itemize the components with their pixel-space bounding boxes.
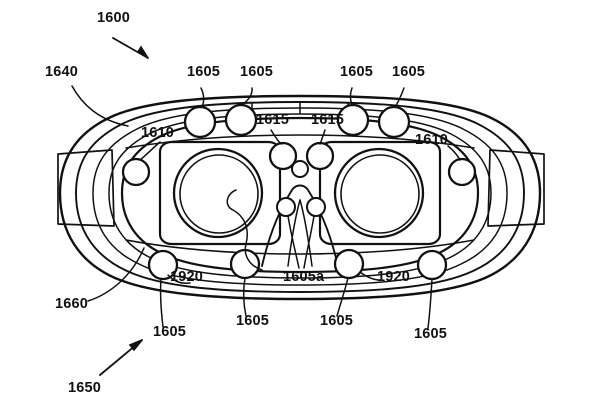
port-side-right <box>447 157 477 187</box>
port-top-1 <box>183 105 217 139</box>
port-nose-left <box>276 197 296 217</box>
label-1610-left: 1610 <box>141 125 174 141</box>
port-bottom-2 <box>229 248 261 280</box>
port-bottom-1 <box>147 249 179 281</box>
headset-outer-shell <box>58 94 542 301</box>
port-center-left <box>268 141 298 171</box>
arrow-head-1650 <box>128 339 143 352</box>
reference-labels: 1600 1640 1605 1605 1605 1605 1610 1610 … <box>45 10 448 396</box>
lens-left-detail <box>226 189 263 271</box>
port-group-side <box>121 157 477 187</box>
port-top-2 <box>224 103 258 137</box>
label-1605-top-2: 1605 <box>240 64 273 80</box>
nose-bridge <box>261 184 339 267</box>
label-1920-left: 1920 <box>170 269 203 285</box>
label-1605-bot-3: 1605 <box>320 313 353 329</box>
label-1600: 1600 <box>97 10 130 26</box>
leader-lines <box>71 37 461 376</box>
arrow-head-1600 <box>136 45 149 59</box>
lens-right <box>333 147 425 239</box>
port-bottom-3 <box>333 248 365 280</box>
port-group-top <box>183 103 411 139</box>
label-1605-bot-1: 1605 <box>153 324 186 340</box>
label-1920-right: 1920 <box>377 269 410 285</box>
label-1610-right: 1610 <box>415 132 448 148</box>
port-center-right <box>305 141 335 171</box>
strap-left <box>57 149 115 227</box>
label-1605-bot-2: 1605 <box>236 313 269 329</box>
label-1605-bot-4: 1605 <box>414 326 447 342</box>
port-nose-top <box>291 160 309 178</box>
label-1615-right: 1615 <box>311 112 344 128</box>
strap-right <box>487 149 545 227</box>
port-bottom-4 <box>416 249 448 281</box>
port-side-left <box>121 157 151 187</box>
lens-housing-left <box>158 140 282 246</box>
port-nose-right <box>306 197 326 217</box>
label-1605a: 1605a <box>283 269 325 285</box>
label-1605-top-3: 1605 <box>340 64 373 80</box>
port-top-4 <box>377 105 411 139</box>
port-group-center <box>268 141 335 178</box>
port-group-bottom <box>147 248 448 281</box>
label-1605-top-4: 1605 <box>392 64 425 80</box>
lens-housing-right <box>318 140 442 246</box>
label-1660: 1660 <box>55 296 88 312</box>
label-1615-left: 1615 <box>256 112 289 128</box>
label-1605-top-1: 1605 <box>187 64 220 80</box>
lens-left <box>172 147 264 239</box>
label-1640: 1640 <box>45 64 78 80</box>
port-group-nose <box>276 197 326 217</box>
label-1650: 1650 <box>68 380 101 396</box>
